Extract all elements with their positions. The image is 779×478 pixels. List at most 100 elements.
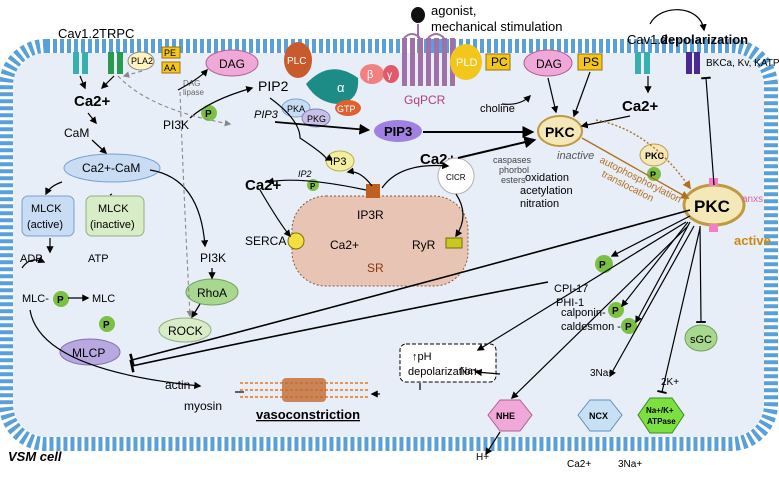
gtp-node [335, 100, 361, 116]
trpc-label: TRPC [99, 26, 134, 41]
p-cpi17-label: P [599, 260, 606, 271]
cell-label: VSM cell [8, 449, 62, 464]
gtp-label: GTP [337, 104, 356, 114]
depolarization-loop-arrow [649, 9, 707, 32]
ph-depol-box [399, 343, 497, 383]
g-gamma-node [383, 65, 399, 83]
pld-label: PLD [456, 57, 477, 69]
ca-right-label: Ca2+ [622, 98, 659, 115]
mechanical-label: mechanical stimulation [431, 19, 563, 34]
rhoa-label: RhoA [197, 286, 227, 300]
dag-right-node [523, 49, 573, 77]
ca-cam-node [63, 153, 161, 183]
pc-box [485, 53, 511, 71]
aa-label: AA [164, 63, 176, 73]
pe-label: PE [164, 48, 176, 58]
choline-label: choline [480, 103, 515, 115]
rock-label: ROCK [168, 324, 203, 338]
pla2-label: PLA2 [131, 56, 153, 66]
nak-atpase [637, 397, 685, 434]
k-channel [686, 52, 700, 74]
pkc-inactive-label: PKC [545, 124, 575, 140]
p-calponin-label: P [612, 306, 619, 317]
pip3-small-label: PIP3 [254, 109, 279, 121]
calponin-label: calponin- [561, 307, 606, 319]
nak-label-2: ATPase [647, 417, 676, 426]
pld-node [450, 44, 482, 80]
p-caldesmon-badge [621, 318, 637, 334]
ip3r-label: IP3R [357, 208, 384, 222]
nhe-label: NHE [496, 411, 515, 421]
ps-box [577, 53, 603, 71]
g-beta-node [360, 64, 384, 84]
cav12-left-channel [73, 52, 88, 74]
cav12-left-label: Cav1.2 [58, 26, 99, 41]
p-mlc-left-badge [53, 291, 69, 307]
plc-node [284, 42, 312, 78]
pathway-arrows [21, 68, 652, 456]
p-calponin-badge [608, 302, 624, 318]
cicr-label: CICR [446, 173, 466, 182]
pip2-label: PIP2 [258, 78, 289, 94]
ip3-node [325, 150, 355, 172]
nhe-transporter [487, 399, 533, 432]
actomyosin-filaments [240, 378, 370, 402]
pkc-inactive-node [537, 115, 583, 147]
dag-lipase-label-2: lipase [183, 88, 204, 97]
caldesmon-label: caldesmon - [561, 321, 621, 333]
alpha-label: α [337, 80, 345, 95]
translocation-arrows [581, 119, 691, 199]
acetylation-label: acetylation [520, 185, 573, 197]
h-out-label: H+ [476, 452, 489, 463]
agonist-ligand [411, 7, 425, 23]
depol-box-label: depolarization [408, 366, 477, 378]
nak-label-1: Na+/K+ [646, 406, 674, 415]
gqpcr-label: GqPCR [404, 93, 446, 107]
ps-label: PS [583, 55, 599, 69]
beta-label: β [367, 69, 373, 81]
ip3-label: IP3 [330, 156, 347, 168]
nitration-label: nitration [520, 198, 559, 210]
dashed-arrows [117, 70, 232, 318]
p-caldesmon-label: P [625, 322, 632, 333]
ip2-label: IP2 [298, 169, 312, 179]
cav12-right-label: Cav1.2 [627, 32, 668, 47]
serca-pump [287, 232, 305, 250]
ca-out-label: Ca2+ [567, 459, 591, 470]
oxidation-label: oxidation [525, 172, 569, 184]
mlcp-label: MLCP [72, 346, 105, 360]
atp-label: ATP [88, 253, 109, 265]
pkc-inactive-state: inactive [557, 150, 594, 162]
caspases-label: caspases [493, 155, 532, 165]
k-channels-label: BKCa, Kv, KATP [706, 58, 779, 69]
myosin-label: myosin [184, 399, 222, 413]
dag-left-node [205, 49, 259, 77]
mlck-active-label-1: MLCK [31, 203, 62, 215]
g-alpha-node [306, 69, 359, 104]
cpi17-label: CPI-17 [554, 283, 588, 295]
ncx-transporter [577, 399, 623, 432]
p-pkc-small-label: P [650, 170, 656, 180]
pip3-big-node [374, 120, 422, 142]
k2-in-label: 2K+ [661, 377, 679, 388]
pc-label: PC [491, 55, 508, 69]
pkc-active-label: PKC [694, 197, 730, 216]
rock-node [158, 317, 212, 343]
pkg-node [301, 108, 331, 128]
sr-ca-label: Ca2+ [330, 238, 359, 252]
pi3k-top-label: PI3K [163, 118, 189, 132]
ph-label: ↑pH [412, 351, 432, 363]
pe-box [161, 46, 181, 59]
ncx-label: NCX [589, 411, 608, 421]
ryr-channel [445, 237, 463, 249]
esters-label: esters [501, 175, 526, 185]
dag-lipase-label-1: DAG [183, 79, 200, 88]
ryr-label: RyR [412, 238, 436, 252]
ip3r-channel [366, 184, 380, 198]
depolarization-top-label: depolarization [660, 32, 748, 47]
mlck-active-label-2: (active) [27, 219, 63, 231]
pi3k-low-label: PI3K [200, 251, 226, 265]
pkc-small-node [639, 143, 669, 167]
